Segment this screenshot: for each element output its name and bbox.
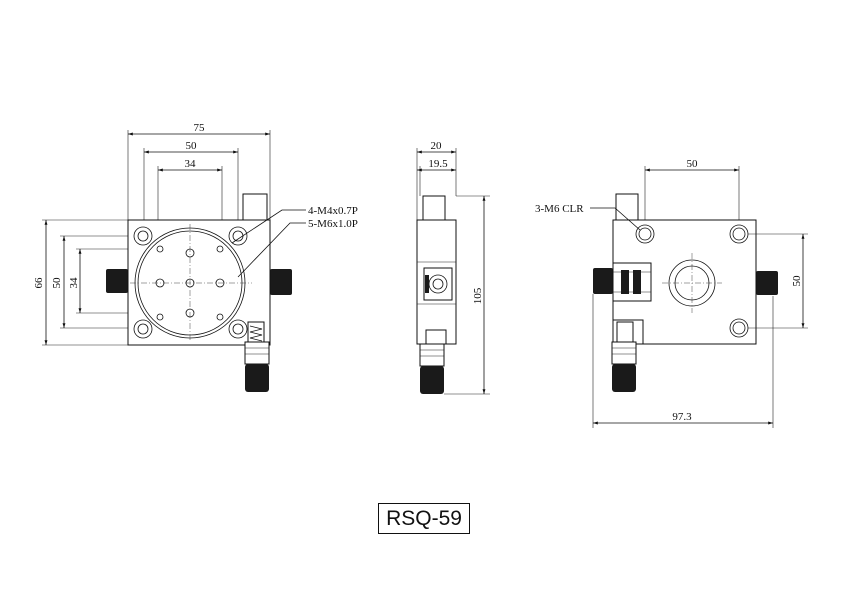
dim-front-height-66: 66 [33,277,45,289]
dim-side-depth-20: 20 [431,140,443,152]
model-label-box: RSQ-59 [378,503,470,534]
dim-front-height-34: 34 [68,277,80,289]
right-knob [270,269,292,295]
dim-side-depth-19-5: 19.5 [428,158,448,170]
callout-m4-holes: 4-M4x0.7P [308,205,358,217]
left-knob [106,269,128,293]
callout-m6-holes: 5-M6x1.0P [308,218,358,230]
dim-front-width-50: 50 [186,140,198,152]
dim-front-height-50: 50 [51,277,63,289]
side-view: 20 19.5 105 [416,140,490,395]
top-knob [242,193,268,221]
model-number: RSQ-59 [386,506,462,530]
dim-back-width-50: 50 [687,158,699,170]
front-view: 75 50 34 66 50 34 [33,122,358,392]
front-body [127,219,271,346]
dim-front-width-75: 75 [194,122,206,134]
back-view: 50 50 97.3 3-M6 CLR [535,158,808,428]
dim-back-overall-97-3: 97.3 [672,411,692,423]
dim-back-height-50: 50 [791,275,803,287]
front-micrometer-thimble [245,364,269,392]
callout-m6-clearance: 3-M6 CLR [535,203,584,215]
dim-side-height-105: 105 [472,287,484,304]
dim-front-width-34: 34 [185,158,197,170]
